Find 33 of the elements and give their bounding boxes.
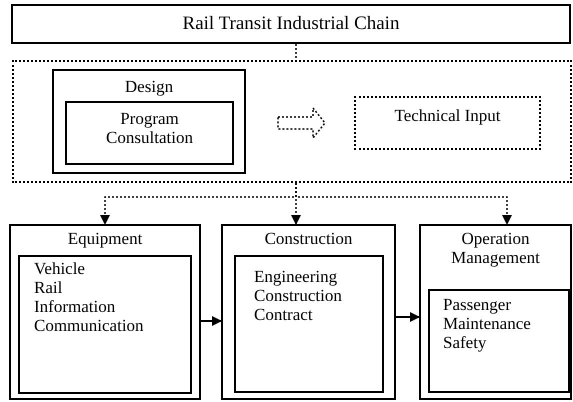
item-box (18, 255, 192, 394)
box-label: Technical Input (394, 106, 500, 125)
arrow (396, 312, 420, 322)
item-box (428, 289, 570, 393)
dotted-group-box (12, 60, 572, 183)
list-item-text: Contract (254, 305, 314, 324)
category-box (354, 96, 541, 150)
list-item-text: Communication (34, 316, 145, 335)
list-item-text: Rail (34, 278, 64, 297)
box-label: Operation Management (450, 229, 541, 267)
list-item-text: Engineering (254, 267, 338, 286)
item-box (65, 101, 234, 165)
arrow (201, 316, 222, 326)
title-box (11, 4, 571, 44)
box-label: Program Consultation (105, 109, 194, 147)
category-box (9, 224, 201, 400)
box-label: Equipment (68, 229, 142, 248)
list-item-text: Construction (254, 286, 343, 305)
category-box (221, 224, 396, 400)
list-item-text: Passenger (443, 295, 512, 314)
category-box (52, 69, 246, 174)
box-label: Rail Transit Industrial Chain (182, 14, 400, 33)
box-label: Construction (264, 229, 352, 248)
block-arrow (277, 106, 326, 140)
list-item-text: Safety (443, 333, 488, 352)
category-box (419, 224, 572, 400)
box-label: Design (124, 77, 174, 96)
list-item-text: Vehicle (34, 259, 86, 278)
list-item-text: Maintenance (443, 314, 532, 333)
connector-line (295, 44, 297, 60)
item-box (234, 255, 384, 393)
arrow (295, 183, 512, 225)
list-item-text: Information (34, 297, 116, 316)
